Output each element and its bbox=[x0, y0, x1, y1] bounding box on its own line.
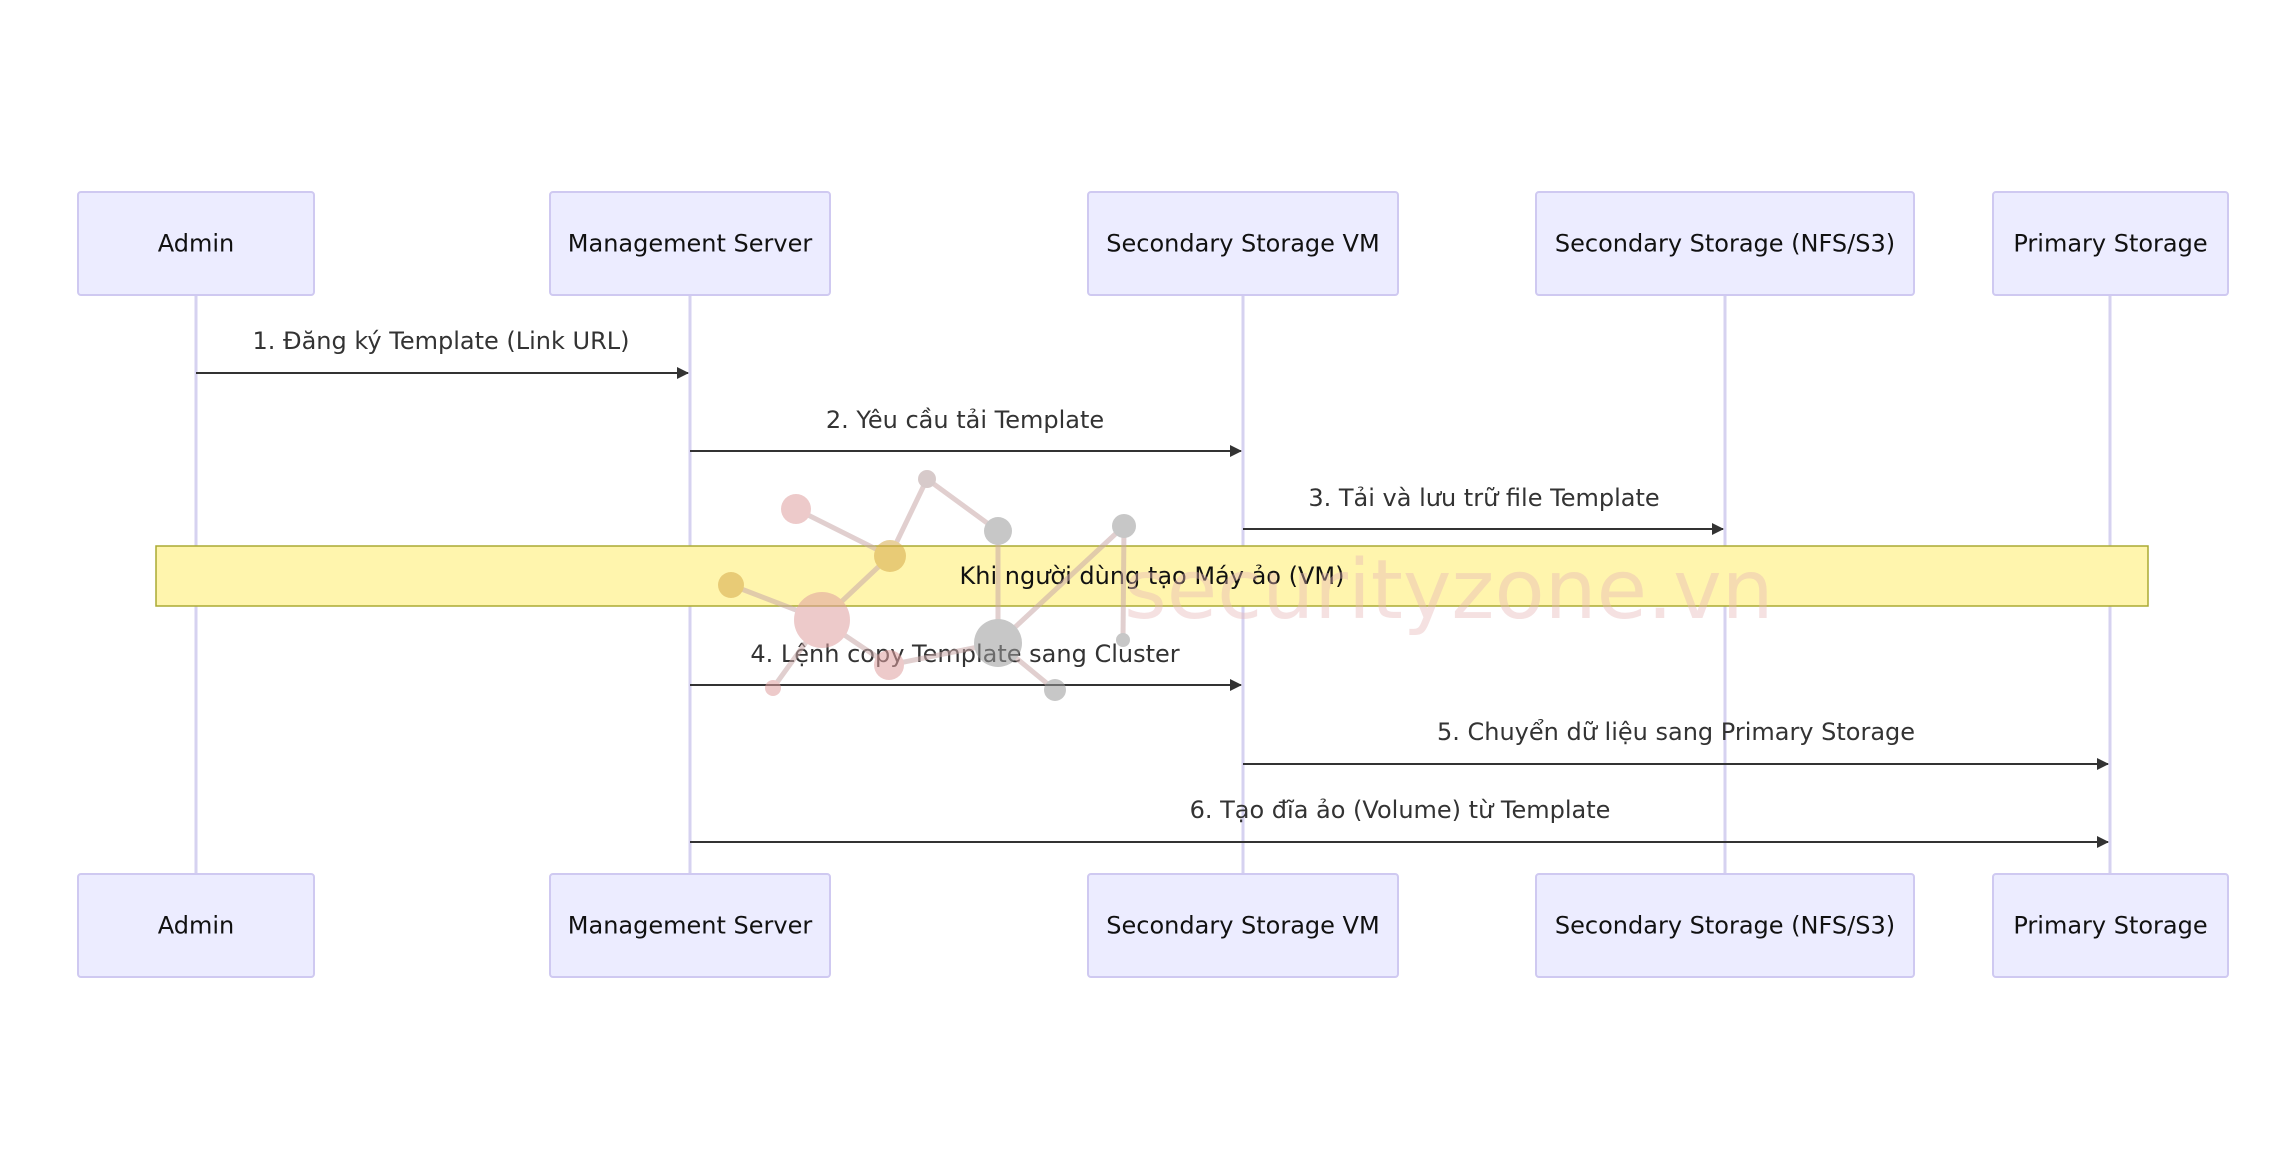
actor-label: Secondary Storage (NFS/S3) bbox=[1555, 230, 1895, 258]
message-5[interactable]: 5. Chuyển dữ liệu sang Primary Storage bbox=[1243, 718, 2109, 770]
actor-label: Secondary Storage VM bbox=[1106, 912, 1379, 940]
actors-bottom: Admin Management Server Secondary Storag… bbox=[77, 873, 2229, 978]
note[interactable]: Khi người dùng tạo Máy ảo (VM) bbox=[155, 545, 2149, 607]
watermark: securityzone.vn bbox=[718, 470, 1774, 701]
actors-top: Admin Management Server Secondary Storag… bbox=[77, 191, 2229, 296]
message-label: 6. Tạo đĩa ảo (Volume) từ Template bbox=[1190, 796, 1611, 824]
actor-secondary-storage-bottom[interactable]: Secondary Storage (NFS/S3) bbox=[1535, 873, 1915, 978]
actor-admin-top[interactable]: Admin bbox=[77, 191, 315, 296]
actor-label: Admin bbox=[158, 912, 235, 940]
message-3[interactable]: 3. Tải và lưu trữ file Template bbox=[1243, 484, 1724, 535]
actor-primary-storage-bottom[interactable]: Primary Storage bbox=[1992, 873, 2229, 978]
actor-label: Primary Storage bbox=[2013, 912, 2207, 940]
actor-secondary-storage-vm-bottom[interactable]: Secondary Storage VM bbox=[1087, 873, 1399, 978]
message-1[interactable]: 1. Đăng ký Template (Link URL) bbox=[196, 327, 689, 379]
actor-label: Admin bbox=[158, 230, 235, 258]
actor-label: Secondary Storage VM bbox=[1106, 230, 1379, 258]
actor-secondary-storage-vm-top[interactable]: Secondary Storage VM bbox=[1087, 191, 1399, 296]
message-6[interactable]: 6. Tạo đĩa ảo (Volume) từ Template bbox=[690, 796, 2109, 848]
actor-management-server-bottom[interactable]: Management Server bbox=[549, 873, 831, 978]
actor-label: Primary Storage bbox=[2013, 230, 2207, 258]
message-label: 2. Yêu cầu tải Template bbox=[826, 406, 1104, 434]
watermark-text: securityzone.vn bbox=[1124, 543, 1774, 638]
message-label: 1. Đăng ký Template (Link URL) bbox=[252, 327, 629, 355]
actor-management-server-top[interactable]: Management Server bbox=[549, 191, 831, 296]
note-label: Khi người dùng tạo Máy ảo (VM) bbox=[960, 562, 1345, 590]
actor-secondary-storage-top[interactable]: Secondary Storage (NFS/S3) bbox=[1535, 191, 1915, 296]
message-4[interactable]: 4. Lệnh copy Template sang Cluster bbox=[690, 640, 1242, 691]
message-label: 3. Tải và lưu trữ file Template bbox=[1308, 484, 1659, 512]
actor-label: Secondary Storage (NFS/S3) bbox=[1555, 912, 1895, 940]
actor-label: Management Server bbox=[568, 230, 813, 258]
message-2[interactable]: 2. Yêu cầu tải Template bbox=[690, 406, 1242, 457]
molecule-logo-icon bbox=[718, 470, 1136, 701]
actor-label: Management Server bbox=[568, 912, 813, 940]
messages: 1. Đăng ký Template (Link URL) 2. Yêu cầ… bbox=[196, 327, 2109, 848]
actor-admin-bottom[interactable]: Admin bbox=[77, 873, 315, 978]
message-label: 5. Chuyển dữ liệu sang Primary Storage bbox=[1437, 718, 1915, 746]
actor-primary-storage-top[interactable]: Primary Storage bbox=[1992, 191, 2229, 296]
